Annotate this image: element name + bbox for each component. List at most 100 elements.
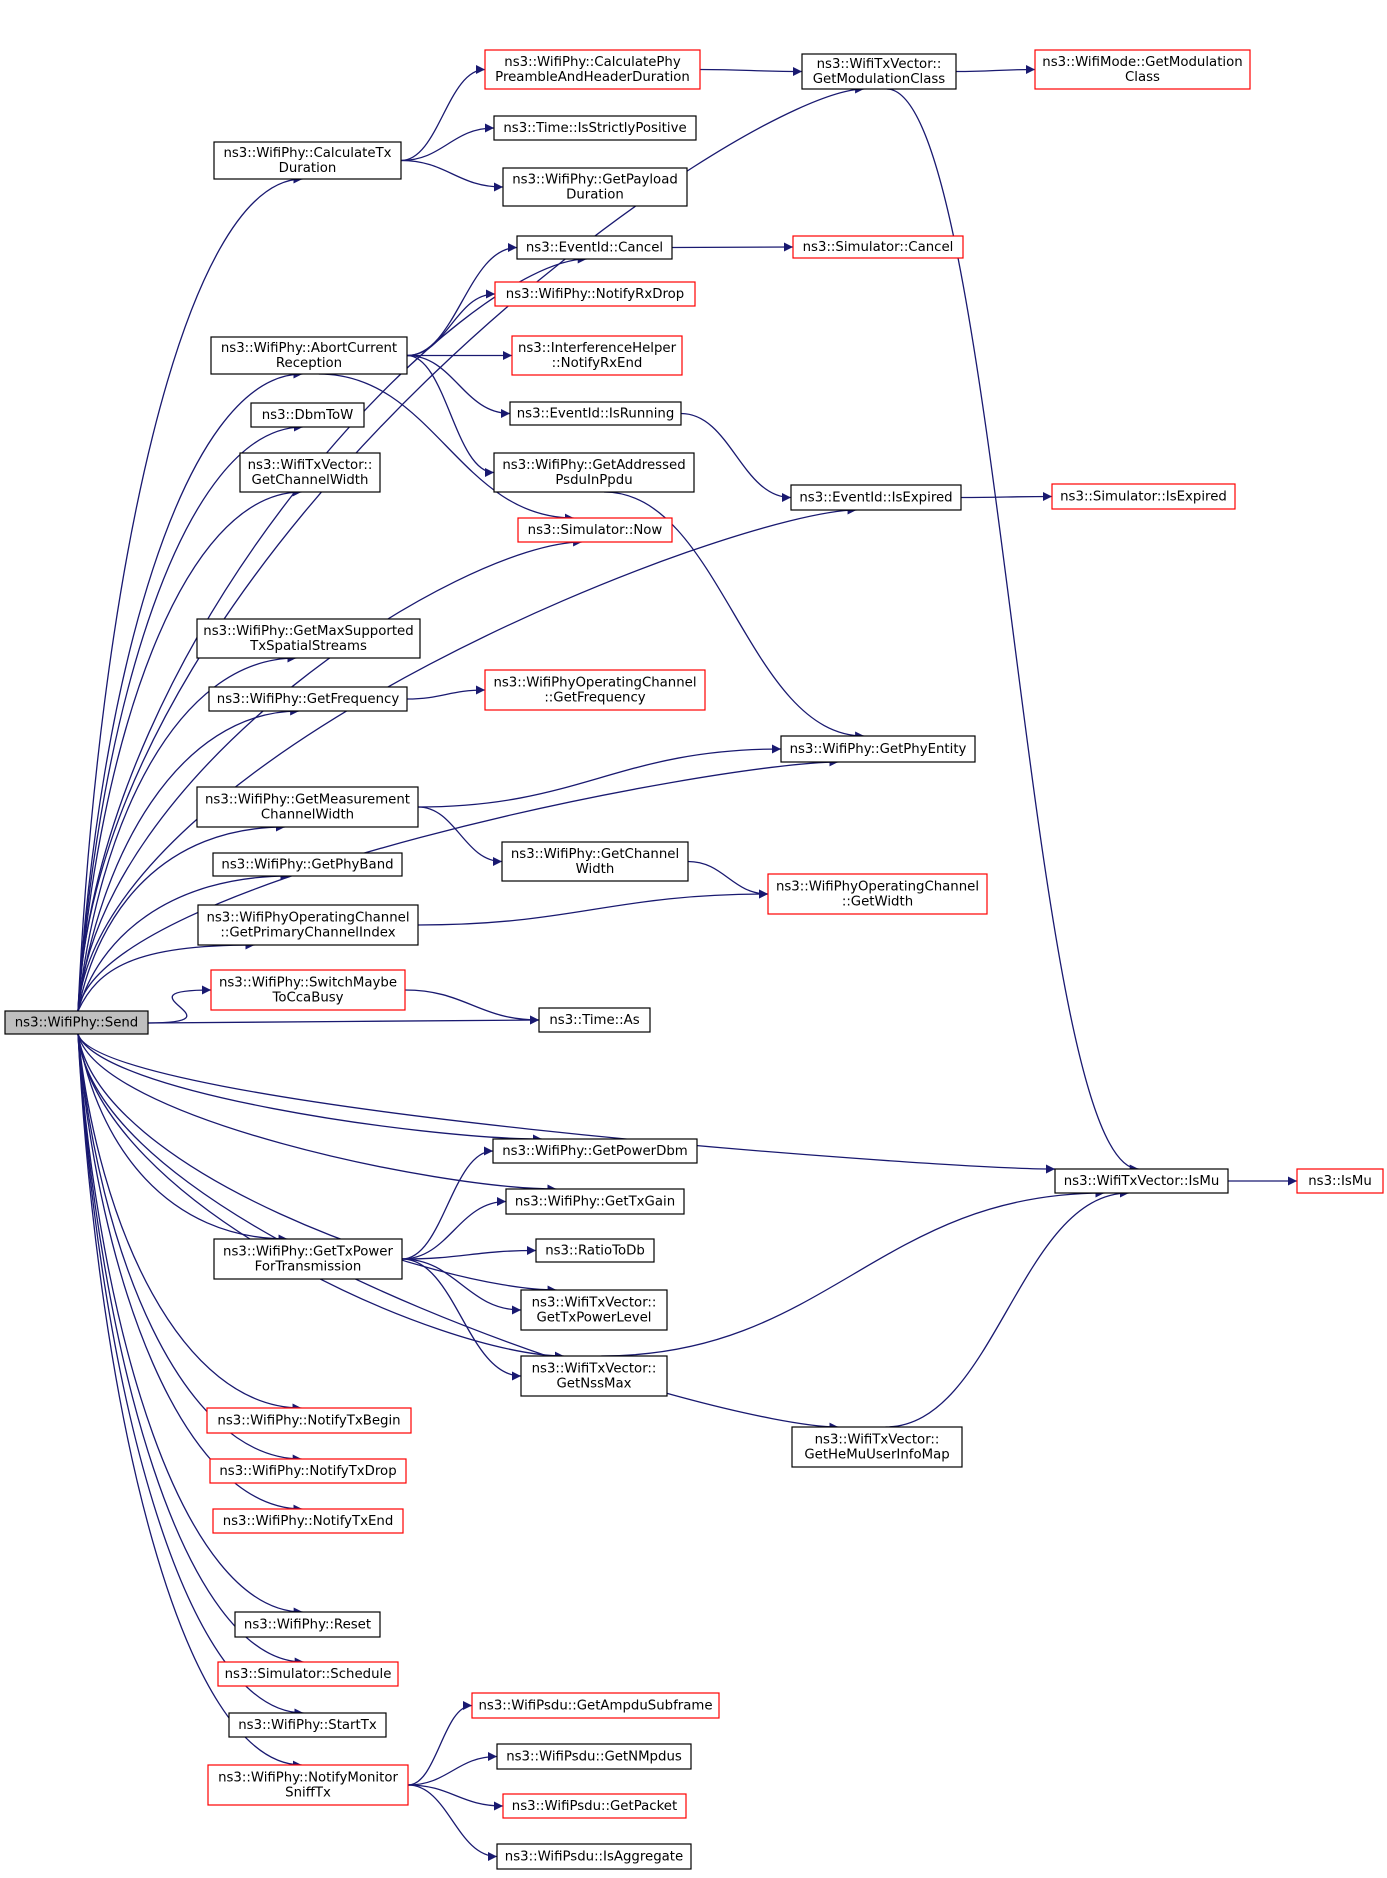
- node-simNow[interactable]: ns3::Simulator::Now: [517, 517, 673, 543]
- node-label: ns3::WifiPhyOperatingChannel: [206, 911, 409, 926]
- edge-abort-to-addrPsdu: [406, 354, 495, 477]
- node-strictlyPos[interactable]: ns3::Time::IsStrictlyPositive: [493, 115, 697, 141]
- node-box: [234, 1611, 381, 1638]
- node-powerDbm[interactable]: ns3::WifiPhy::GetPowerDbm: [492, 1138, 698, 1164]
- node-simIsExpired[interactable]: ns3::Simulator::IsExpired: [1051, 483, 1236, 510]
- node-getFreq[interactable]: ns3::WifiPhy::GetFrequency: [208, 686, 408, 712]
- edge-abort-to-notifyRxDrop: [406, 289, 496, 357]
- node-notifyTxEnd[interactable]: ns3::WifiPhy::NotifyTxEnd: [212, 1508, 404, 1534]
- node-ns3IsMu[interactable]: ns3::IsMu: [1296, 1168, 1384, 1194]
- node-ihNotifyRxEnd[interactable]: ns3::InterferenceHelper::NotifyRxEnd: [511, 335, 683, 376]
- node-simCancel[interactable]: ns3::Simulator::Cancel: [792, 235, 964, 259]
- edge-send-to-calcTx: [77, 174, 303, 1012]
- node-send[interactable]: ns3::WifiPhy::Send: [4, 1010, 149, 1035]
- edge-send-to-txGain: [77, 1033, 557, 1194]
- node-txPowerLevel[interactable]: ns3::WifiTxVector::GetTxPowerLevel: [520, 1289, 668, 1331]
- node-label: ns3::EventId::Cancel: [526, 241, 663, 256]
- node-chanWidth[interactable]: ns3::WifiTxVector::GetChannelWidth: [239, 452, 381, 493]
- node-box: [1296, 1168, 1384, 1194]
- node-label: ForTransmission: [255, 1260, 362, 1275]
- node-phyEntity[interactable]: ns3::WifiPhy::GetPhyEntity: [780, 735, 976, 763]
- node-opGetFreq[interactable]: ns3::WifiPhyOperatingChannel::GetFrequen…: [484, 669, 706, 711]
- node-eventCancel[interactable]: ns3::EventId::Cancel: [516, 235, 673, 260]
- node-getModClass[interactable]: ns3::WifiTxVector::GetModulationClass: [801, 53, 957, 90]
- node-isRunning[interactable]: ns3::EventId::IsRunning: [509, 401, 682, 426]
- node-box: [767, 873, 988, 915]
- node-label: Duration: [279, 161, 337, 176]
- node-label: ns3::Simulator::Now: [528, 523, 663, 538]
- edge-txPowerForTx-to-ratioToDb: [401, 1246, 537, 1260]
- node-box: [780, 735, 976, 763]
- node-label: ns3::WifiPhy::SwitchMaybe: [219, 976, 397, 991]
- edge-monitorSniff-to-ampduSub: [407, 1701, 473, 1786]
- node-maxStreams[interactable]: ns3::WifiPhy::GetMaxSupportedTxSpatialSt…: [196, 618, 421, 659]
- node-label: ns3::WifiPhy::GetAddressed: [502, 458, 685, 473]
- node-box: [792, 235, 964, 259]
- node-label: ns3::Time::IsStrictlyPositive: [503, 121, 686, 136]
- node-nssMax[interactable]: ns3::WifiTxVector::GetNssMax: [520, 1355, 668, 1397]
- edge-abort-to-isRunning: [406, 354, 511, 418]
- node-notifyTxBegin[interactable]: ns3::WifiPhy::NotifyTxBegin: [206, 1407, 412, 1434]
- node-label: PsduInPpdu: [555, 473, 632, 488]
- node-txGain[interactable]: ns3::WifiPhy::GetTxGain: [505, 1188, 685, 1215]
- node-isExpired[interactable]: ns3::EventId::IsExpired: [790, 484, 962, 511]
- node-label: ns3::WifiPsdu::GetNMpdus: [506, 1750, 682, 1765]
- node-box: [217, 1661, 399, 1687]
- function-nodes: ns3::WifiPhy::Send ns3::WifiPhy::Calculat…: [4, 49, 1384, 1870]
- node-label: ns3::WifiPhy::GetPayload: [512, 173, 678, 188]
- node-timeAs[interactable]: ns3::Time::As: [538, 1007, 651, 1033]
- node-startTx[interactable]: ns3::WifiPhy::StartTx: [228, 1712, 387, 1738]
- node-schedule[interactable]: ns3::Simulator::Schedule: [217, 1661, 399, 1687]
- edge-nssMax-to-isMu: [601, 1188, 1105, 1357]
- node-label: ns3::WifiPhy::GetTxPower: [223, 1245, 393, 1260]
- node-isAggregate[interactable]: ns3::WifiPsdu::IsAggregate: [496, 1843, 692, 1870]
- edge-isExpired-to-simIsExpired: [960, 492, 1053, 502]
- node-ampduSub[interactable]: ns3::WifiPsdu::GetAmpduSubframe: [471, 1692, 720, 1719]
- node-box: [520, 1355, 668, 1397]
- node-label: ns3::WifiPhyOperatingChannel: [493, 676, 696, 691]
- node-modeGetModClass[interactable]: ns3::WifiMode::GetModulationClass: [1034, 49, 1251, 90]
- node-heMuMap[interactable]: ns3::WifiTxVector::GetHeMuUserInfoMap: [791, 1426, 963, 1468]
- node-label: ns3::WifiPhy::GetPhyBand: [221, 858, 393, 873]
- node-box: [206, 1407, 412, 1434]
- node-label: GetNssMax: [557, 1377, 632, 1392]
- node-primIdx[interactable]: ns3::WifiPhyOperatingChannel::GetPrimary…: [197, 904, 419, 946]
- node-opGetWidth[interactable]: ns3::WifiPhyOperatingChannel::GetWidth: [767, 873, 988, 915]
- node-box: [207, 1764, 409, 1806]
- node-notifyRxDrop[interactable]: ns3::WifiPhy::NotifyRxDrop: [494, 281, 696, 307]
- node-box: [196, 618, 421, 659]
- node-box: [538, 1007, 651, 1033]
- node-getChanWidth[interactable]: ns3::WifiPhy::GetChannelWidth: [501, 841, 689, 882]
- node-label: SniffTx: [285, 1786, 331, 1801]
- node-ratioToDb[interactable]: ns3::RatioToDb: [535, 1238, 655, 1263]
- edge-calcTx-to-payloadDur: [400, 159, 504, 192]
- node-calcPhy[interactable]: ns3::WifiPhy::CalculatePhyPreambleAndHea…: [484, 49, 701, 90]
- edge-send-to-getModClass: [77, 84, 865, 1012]
- node-box: [484, 669, 706, 711]
- node-label: ns3::InterferenceHelper: [518, 341, 677, 356]
- node-box: [196, 786, 419, 828]
- node-box: [801, 53, 957, 90]
- node-getPacket[interactable]: ns3::WifiPsdu::GetPacket: [502, 1793, 687, 1819]
- node-box: [505, 1188, 685, 1215]
- node-dbmToW[interactable]: ns3::DbmToW: [250, 402, 365, 428]
- edge-send-to-isExpired: [77, 505, 857, 1012]
- node-box: [471, 1692, 720, 1719]
- node-notifyTxDrop[interactable]: ns3::WifiPhy::NotifyTxDrop: [209, 1458, 407, 1484]
- node-isMu[interactable]: ns3::WifiTxVector::IsMu: [1054, 1168, 1229, 1194]
- node-box: [209, 1458, 407, 1484]
- node-reset[interactable]: ns3::WifiPhy::Reset: [234, 1611, 381, 1638]
- edge-calcTx-to-calcPhy: [400, 65, 486, 162]
- node-nMpdus[interactable]: ns3::WifiPsdu::GetNMpdus: [496, 1743, 692, 1770]
- edge-calcPhy-to-getModClass: [699, 66, 803, 76]
- node-label: ns3::WifiMode::GetModulation: [1042, 55, 1242, 70]
- node-phyBand[interactable]: ns3::WifiPhy::GetPhyBand: [212, 852, 403, 877]
